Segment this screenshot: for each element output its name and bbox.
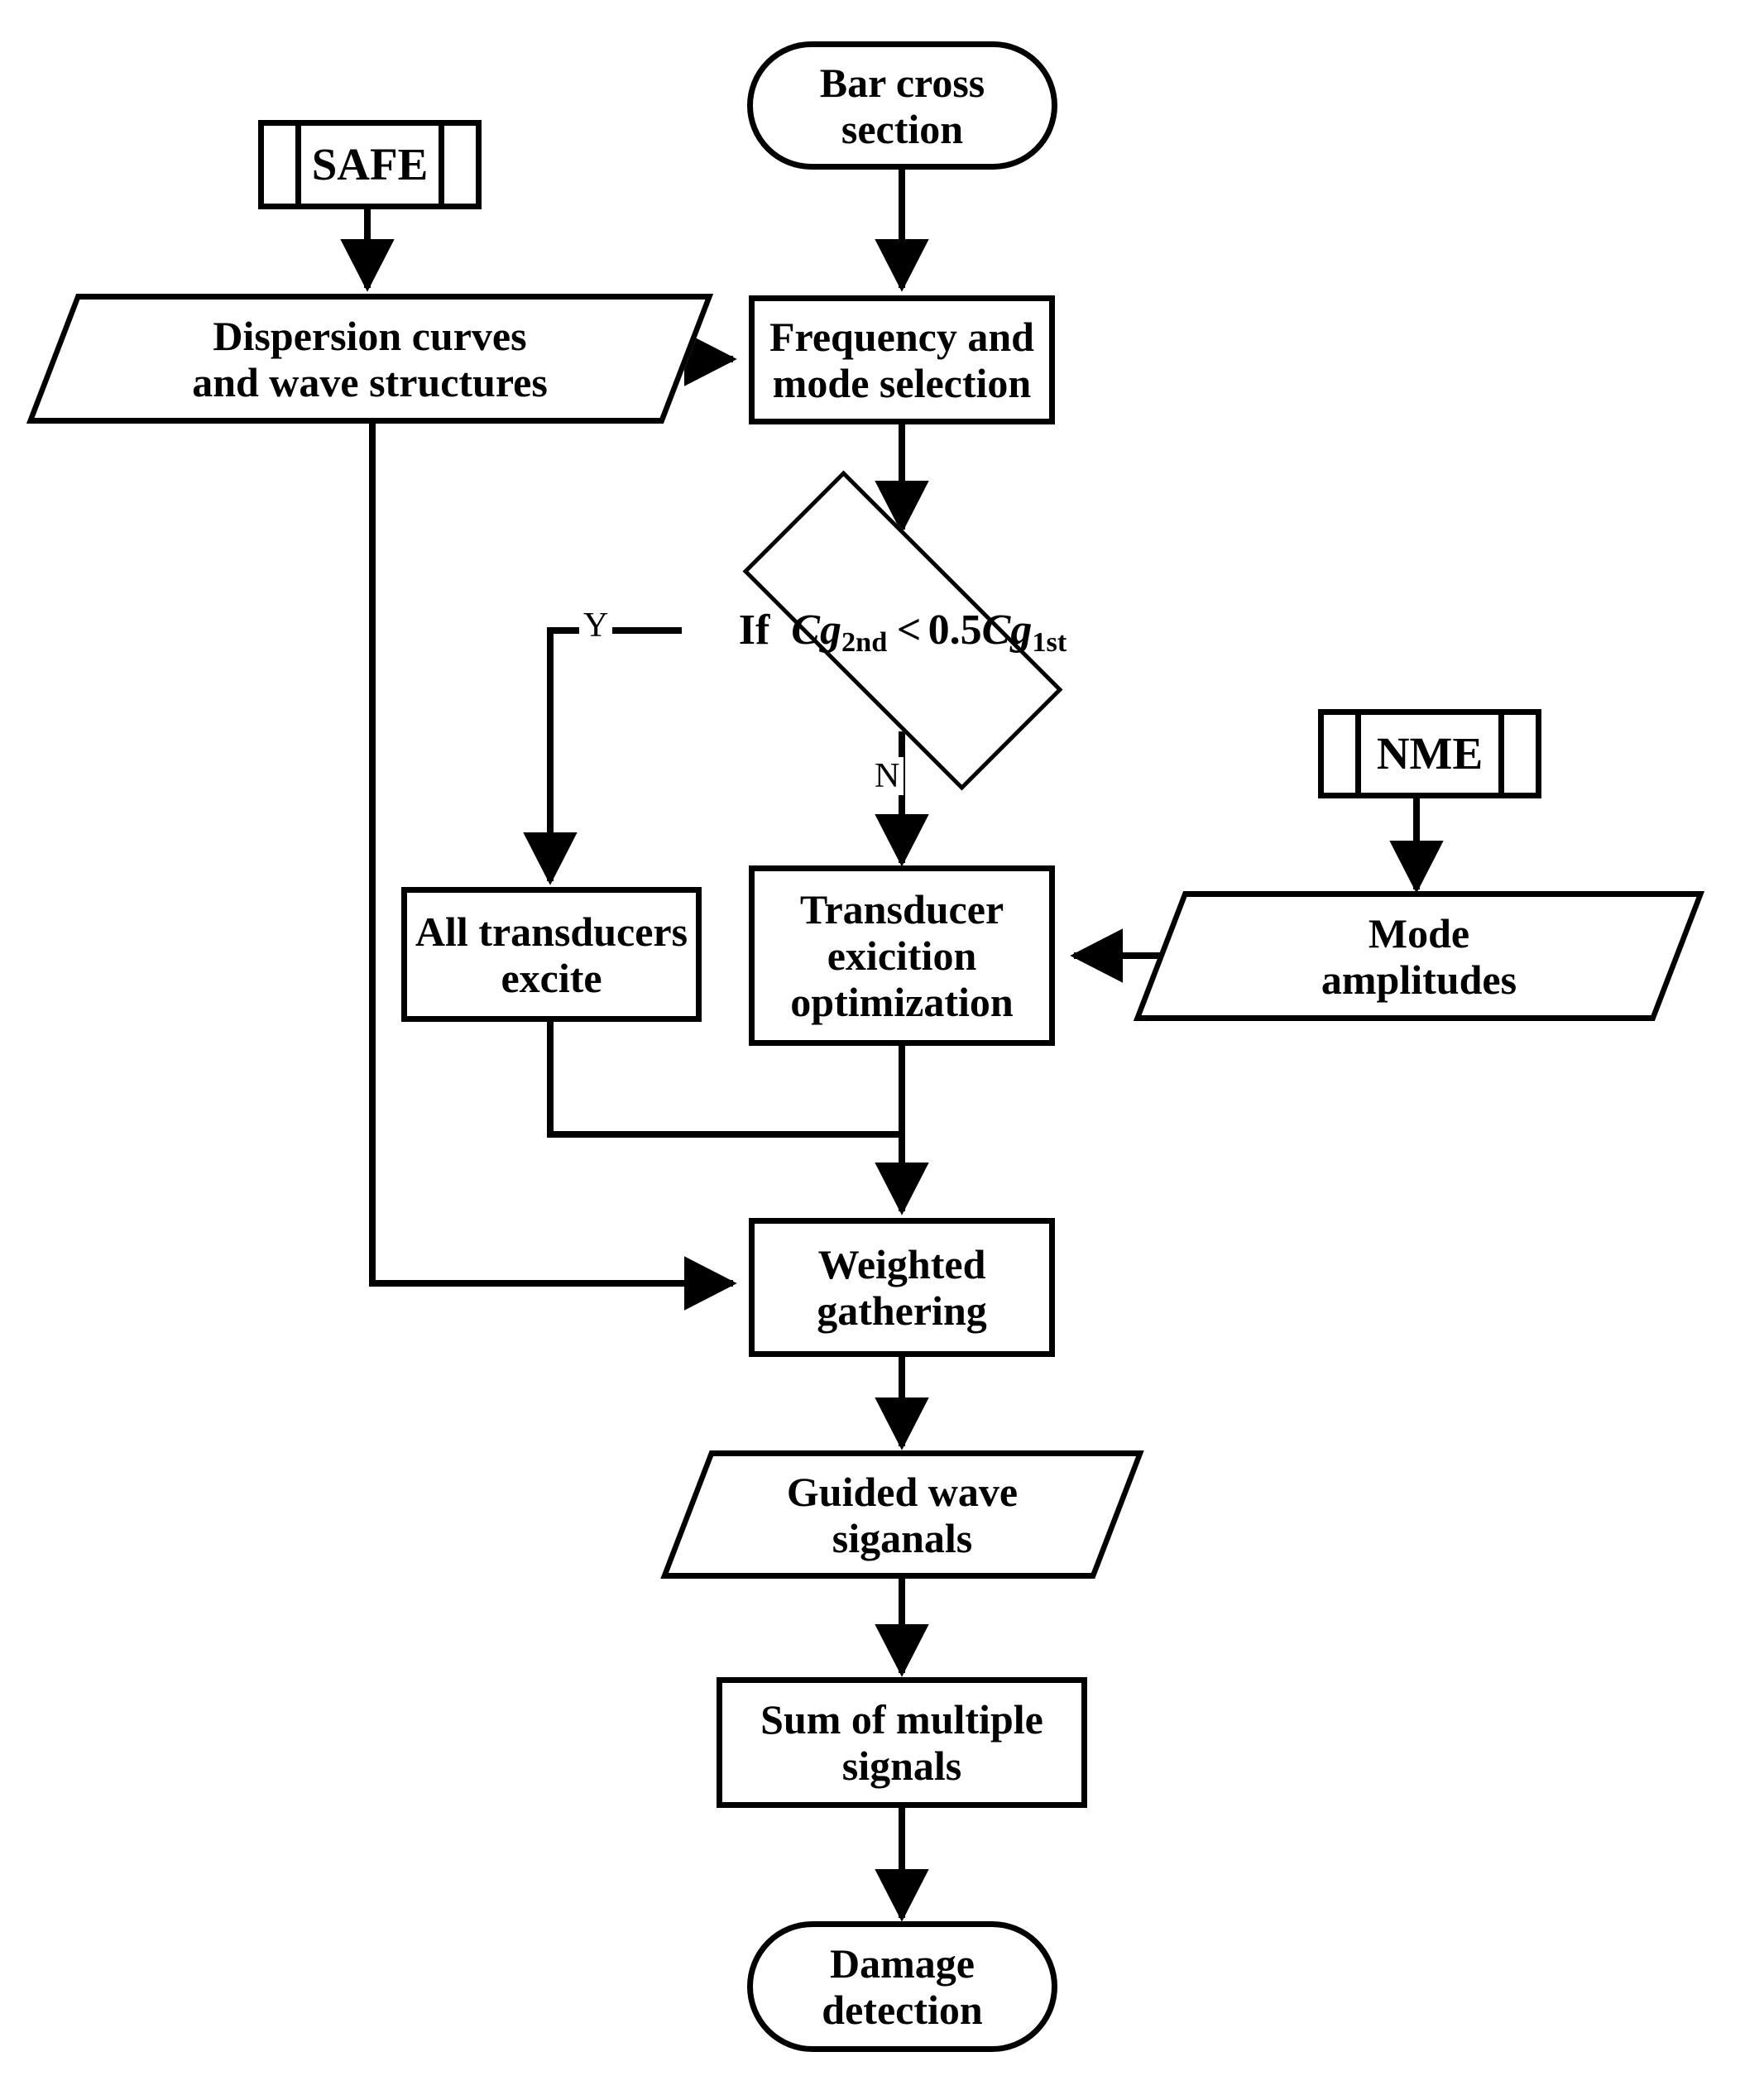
- node-weighted-gathering[interactable]: Weighted gathering: [749, 1218, 1055, 1357]
- predef-bar-right: [1498, 709, 1504, 798]
- predef-bar-left: [295, 120, 301, 209]
- decision-prefix: If: [738, 606, 770, 654]
- node-safe[interactable]: SAFE: [258, 120, 482, 209]
- node-damage-detection-label: Damage detection: [822, 1940, 983, 2033]
- node-mode-amplitudes[interactable]: Mode amplitudes: [1133, 891, 1705, 1021]
- node-damage-detection[interactable]: Damage detection: [747, 1921, 1057, 2052]
- node-nme[interactable]: NME: [1318, 709, 1541, 798]
- node-transducer-excitation-optimization-label: Transducer exicition optimization: [790, 886, 1014, 1025]
- edge-decision-yes-to-alltransducers: [523, 627, 682, 885]
- edge-dispersion-to-weighted: [369, 424, 737, 1311]
- decision-lhs-symbol: Cg: [791, 606, 841, 654]
- node-all-transducers-excite[interactable]: All transducers excite: [401, 887, 702, 1022]
- node-mode-amplitudes-label: Mode amplitudes: [1321, 909, 1517, 1003]
- predef-bar-right: [439, 120, 444, 209]
- node-frequency-mode-selection[interactable]: Frequency and mode selection: [749, 295, 1055, 424]
- node-dispersion-curves[interactable]: Dispersion curves and wave structures: [26, 294, 714, 424]
- node-guided-wave-signals[interactable]: Guided wave siganals: [660, 1450, 1144, 1579]
- node-bar-cross-section-label: Bar cross section: [819, 59, 985, 152]
- node-safe-label: SAFE: [311, 139, 429, 190]
- decision-coefficient: 0.5: [928, 606, 982, 654]
- predef-bar-left: [1355, 709, 1361, 798]
- node-guided-wave-signals-label: Guided wave siganals: [786, 1468, 1019, 1561]
- decision-rhs-subscript: 1st: [1032, 626, 1067, 658]
- node-transducer-excitation-optimization[interactable]: Transducer exicition optimization: [749, 865, 1055, 1046]
- edge-label-no: N: [870, 757, 904, 795]
- decision-rhs-symbol: Cg: [981, 606, 1033, 654]
- edge-label-yes: Y: [579, 606, 613, 645]
- decision-lhs-subscript: 2nd: [841, 626, 888, 658]
- node-frequency-mode-selection-label: Frequency and mode selection: [769, 314, 1034, 406]
- node-sum-of-multiple-signals[interactable]: Sum of multiple signals: [717, 1677, 1087, 1808]
- node-all-transducers-excite-label: All transducers excite: [415, 908, 688, 1001]
- node-nme-label: NME: [1376, 728, 1484, 779]
- node-bar-cross-section[interactable]: Bar cross section: [747, 41, 1057, 170]
- node-dispersion-curves-label: Dispersion curves and wave structures: [192, 312, 548, 405]
- node-weighted-gathering-label: Weighted gathering: [817, 1241, 987, 1334]
- node-sum-of-multiple-signals-label: Sum of multiple signals: [760, 1696, 1043, 1789]
- decision-operator: <: [896, 606, 922, 654]
